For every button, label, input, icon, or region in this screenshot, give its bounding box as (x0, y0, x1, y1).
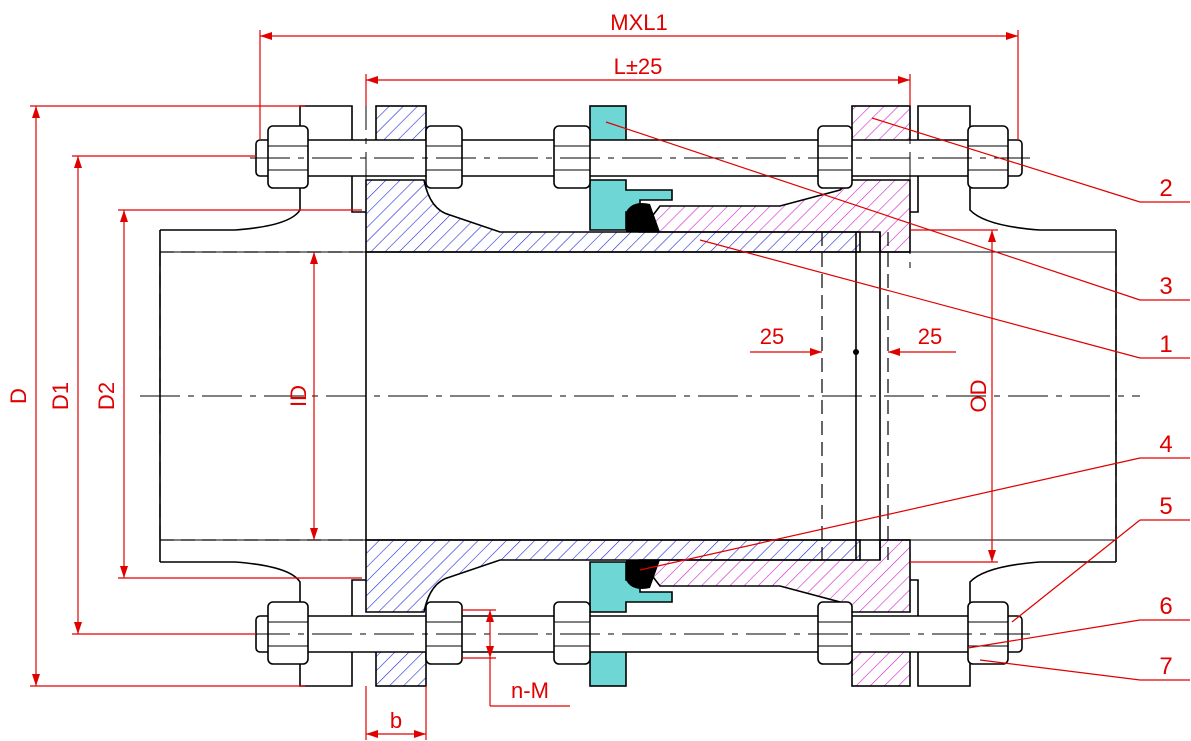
dim-length: L±25 (614, 54, 663, 79)
dim-gap-left: 25 (760, 324, 784, 349)
seal-top (626, 203, 660, 232)
callout-2: 2 (1159, 175, 1172, 202)
dim-mxl1: MXL1 (610, 10, 667, 35)
callout-6: 6 (1159, 593, 1172, 620)
dim-d1: D1 (48, 382, 73, 410)
dimension-lines (30, 30, 1019, 740)
dim-od: OD (966, 380, 991, 413)
callout-7: 7 (1159, 653, 1172, 680)
dim-gap-right: 25 (918, 324, 942, 349)
sleeve-bottom (638, 539, 911, 687)
sleeve-top (638, 105, 911, 253)
callout-1: 1 (1159, 331, 1172, 358)
dim-d2: D2 (94, 382, 119, 410)
dim-d: D (6, 388, 31, 404)
dim-bolts: n-M (511, 678, 549, 703)
dim-thickness: b (390, 708, 402, 733)
callout-leaders (605, 117, 1190, 681)
callout-5: 5 (1159, 493, 1172, 520)
dim-id: ID (286, 385, 311, 407)
callout-4: 4 (1159, 431, 1172, 458)
callout-3: 3 (1159, 273, 1172, 300)
